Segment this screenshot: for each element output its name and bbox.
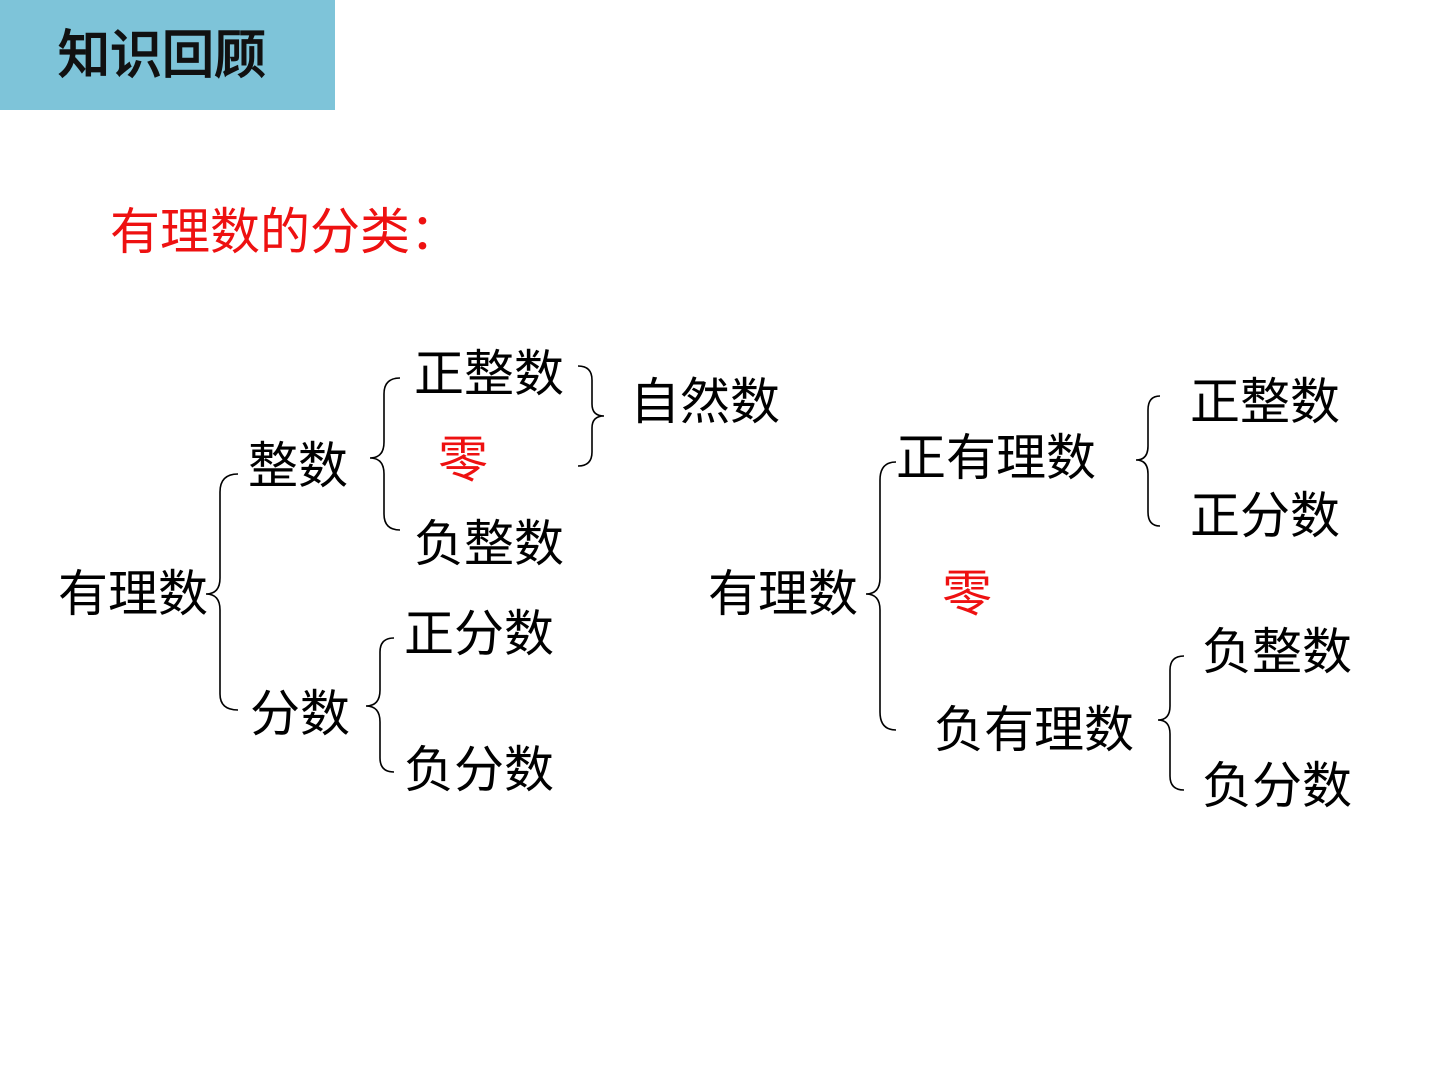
header-title: 知识回顾 [58,26,267,86]
positive-fractions-label: 正分数 [404,605,554,663]
brace-integers [369,377,401,531]
subtitle: 有理数的分类： [110,203,460,261]
positive-rational-label: 正有理数 [896,429,1096,487]
integers-label: 整数 [248,437,348,495]
right-negative-fractions-label: 负分数 [1202,757,1352,815]
negative-rational-label: 负有理数 [934,701,1134,759]
right-root-label: 有理数 [708,565,858,623]
natural-numbers-label: 自然数 [630,373,780,431]
brace-negative [1157,655,1185,791]
brace-positive [1135,395,1161,527]
brace-root-right [865,461,897,731]
zero-label-left: 零 [438,431,488,489]
right-negative-integers-label: 负整数 [1202,623,1352,681]
right-positive-fractions-label: 正分数 [1190,487,1340,545]
negative-integers-label: 负整数 [414,515,564,573]
zero-label-right: 零 [942,565,992,623]
positive-integers-label: 正整数 [414,345,564,403]
brace-natural-numbers [577,365,605,467]
negative-fractions-label: 负分数 [404,741,554,799]
fractions-label: 分数 [250,685,350,743]
brace-root-left [205,473,239,711]
left-root-label: 有理数 [58,565,208,623]
right-positive-integers-label: 正整数 [1190,373,1340,431]
header-bar [0,0,335,110]
brace-fractions [365,637,395,773]
